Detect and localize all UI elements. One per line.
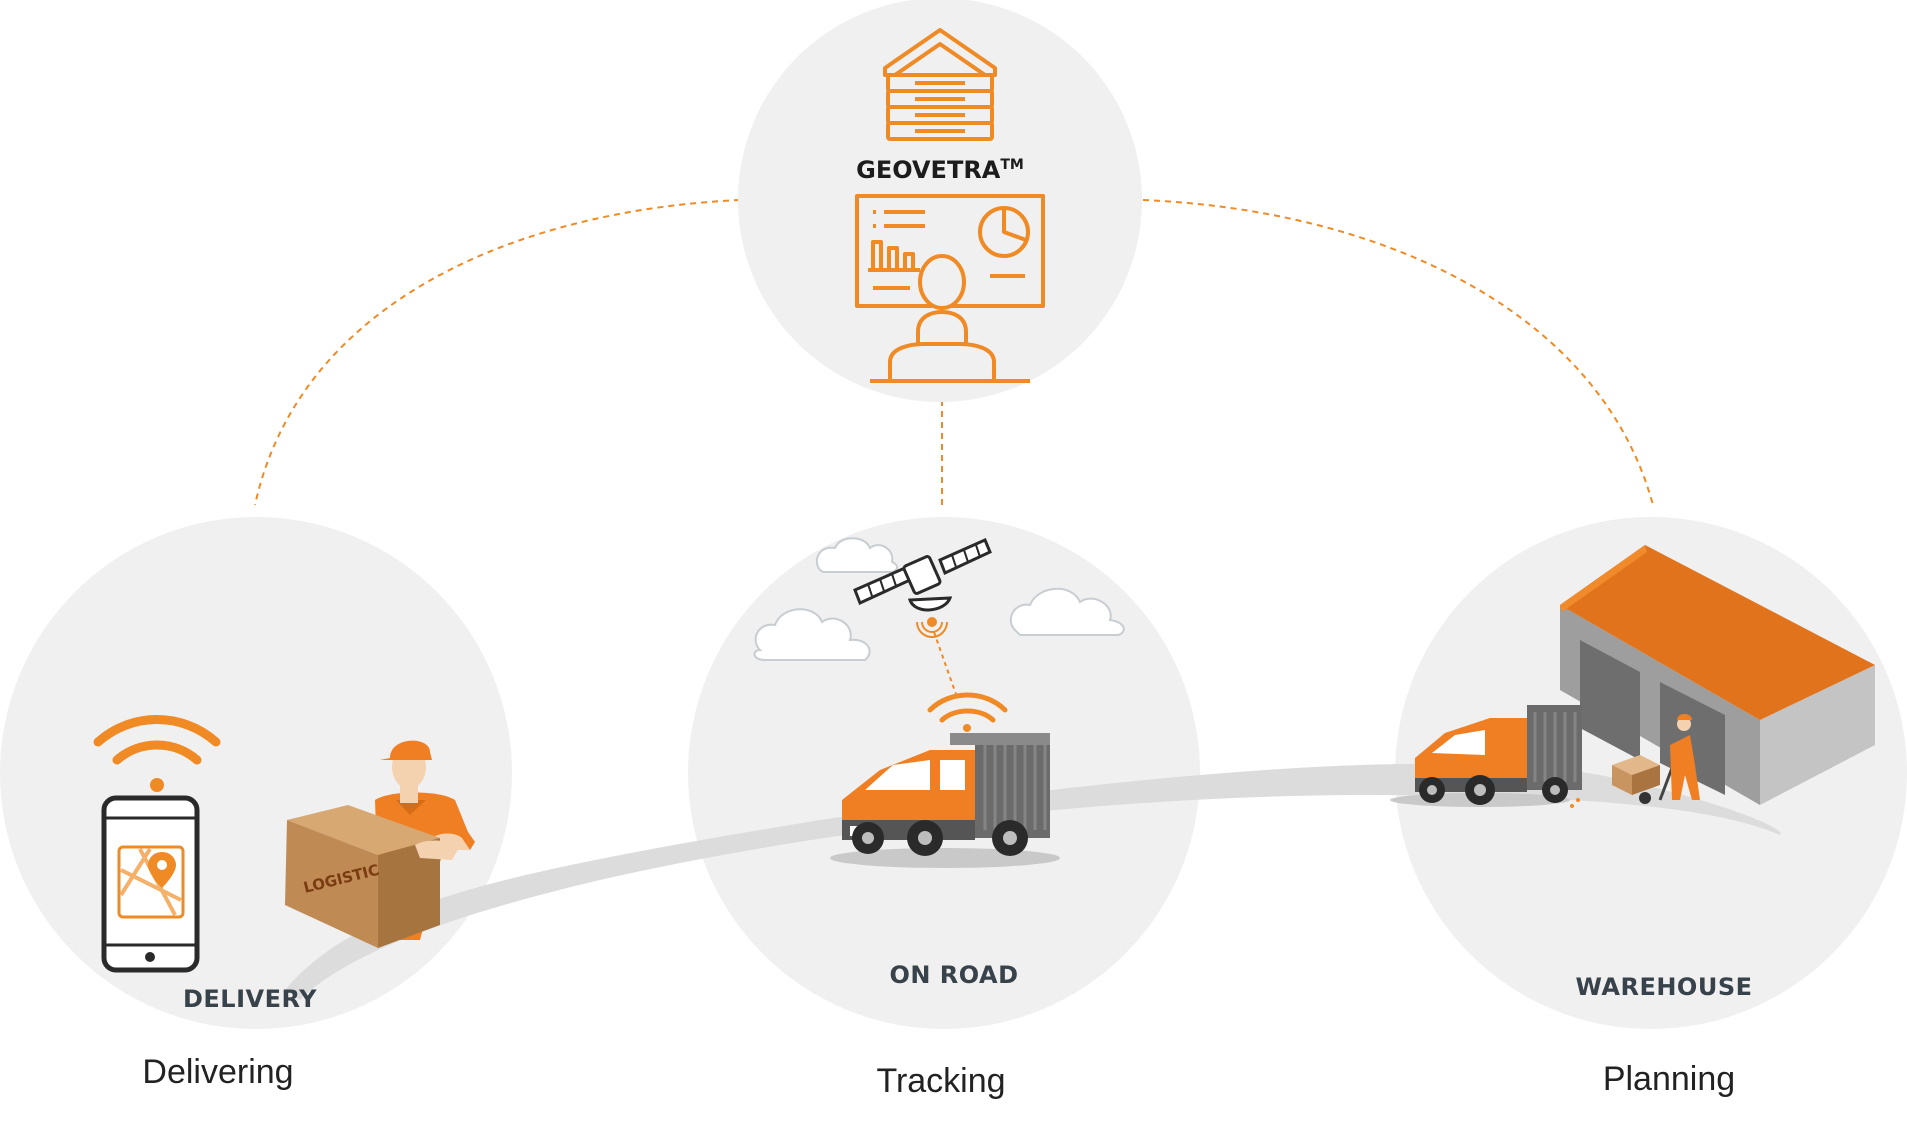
truck-onroad <box>830 733 1060 868</box>
satellite-icon <box>853 538 992 638</box>
stage-label-onroad: ON ROAD <box>889 961 1018 989</box>
stage-label-warehouse: WAREHOUSE <box>1576 973 1753 1001</box>
stage-caption-tracking: Tracking <box>876 1062 1005 1100</box>
stage-caption-delivering: Delivering <box>142 1053 293 1091</box>
worker-with-cart <box>1570 714 1700 808</box>
delivery-circle <box>0 517 512 1029</box>
logistic-box: LOGISTIC <box>285 805 440 948</box>
wifi-signal-icon <box>93 715 221 792</box>
hub-circle <box>738 0 1142 402</box>
connector-lines <box>254 199 1654 506</box>
truck-wifi-icon <box>927 692 1008 732</box>
cloud-icon <box>1009 587 1125 636</box>
server-stack-icon <box>883 28 997 141</box>
smartphone-icon <box>101 795 200 973</box>
brand-name: GEOVETRATM <box>856 156 1024 184</box>
connector-hub-to-delivery <box>254 199 741 506</box>
truck-warehouse <box>1390 705 1582 807</box>
cap-icon <box>380 740 432 760</box>
cloud-icon <box>815 537 898 573</box>
stage-label-delivery: DELIVERY <box>183 985 317 1013</box>
warehouse-building <box>1560 545 1875 805</box>
dashboard-operator-icon <box>855 194 1045 383</box>
cloud-icon <box>753 608 871 661</box>
stage-caption-planning: Planning <box>1603 1060 1735 1098</box>
cloud-icons <box>753 537 1125 661</box>
connector-hub-to-warehouse <box>1142 199 1654 506</box>
